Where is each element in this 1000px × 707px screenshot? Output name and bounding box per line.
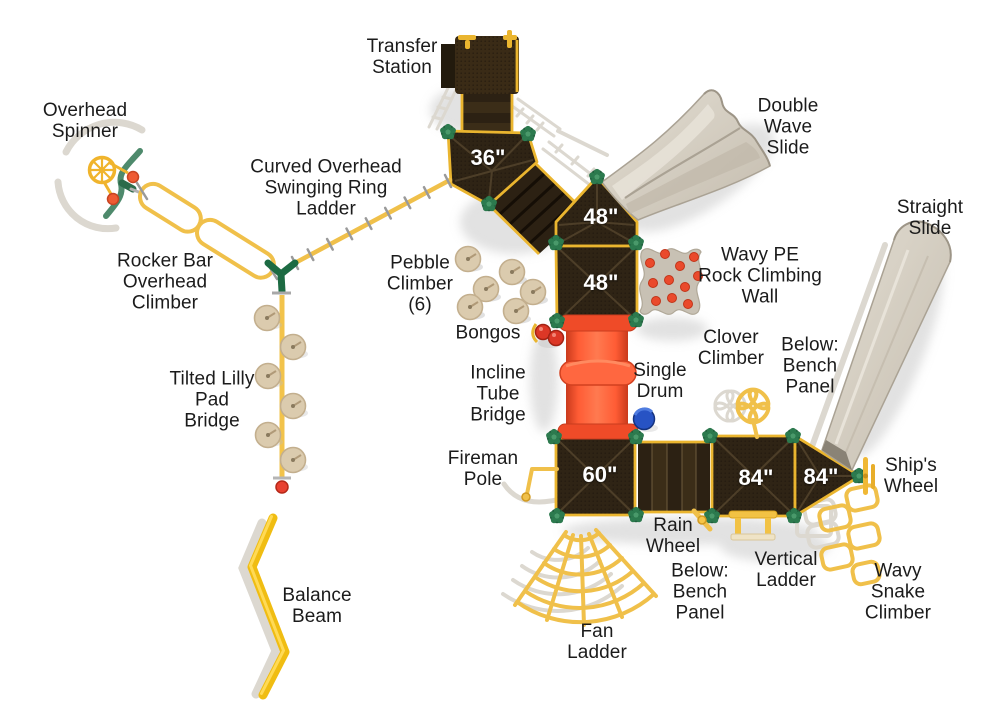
label-transfer-station: Transfer Station <box>366 36 438 78</box>
label-wavy-pe-rock-climbing-wall: Wavy PE Rock Climbing Wall <box>698 244 822 308</box>
deck-36 <box>446 129 539 207</box>
ghost-layer <box>54 84 888 699</box>
transfer-rail-ghost-right <box>510 97 609 157</box>
label-double-wave-slide: Double Wave Slide <box>757 95 819 159</box>
label-fireman-pole: Fireman Pole <box>447 448 519 490</box>
stairs-transfer <box>460 92 514 134</box>
label-rocker-bar-overhead-climber: Rocker Bar Overhead Climber <box>116 250 214 314</box>
deck-84-first <box>710 434 797 518</box>
rock-climbing-wall-graphic <box>639 248 703 315</box>
bridge-end-ball <box>275 480 289 494</box>
vertical-ladder-graphic <box>728 510 778 541</box>
deck-height-label-84-first: 84" <box>738 465 774 490</box>
slide-entry-shadow <box>822 440 852 470</box>
fireman-pole-graphic <box>521 467 559 502</box>
rocker-bar-graphic <box>135 181 279 281</box>
label-below-bench-panel-upper: Below: Bench Panel <box>781 334 839 398</box>
straight-slide-ghost <box>807 242 888 455</box>
label-bongos: Bongos <box>455 322 521 344</box>
wavy-snake-climber-graphic <box>817 483 882 587</box>
double-wave-slide-graphic <box>600 89 771 221</box>
rain-wheel-graphic <box>691 508 713 532</box>
label-overhead-spinner: Overhead Spinner <box>42 100 128 142</box>
spinner-ghost-arcs <box>54 118 146 233</box>
balance-beam-graphic <box>247 513 290 700</box>
overhead-spinner-graphic <box>87 148 143 219</box>
label-rain-wheel: Rain Wheel <box>645 515 701 557</box>
deck-height-label-84-second: 84" <box>803 464 839 489</box>
deck-48-lower <box>554 244 639 324</box>
fan-ladder-ghost <box>501 546 624 613</box>
transfer-station-graphic <box>441 30 519 94</box>
label-curved-overhead-swinging-ring-ladder: Curved Overhead Swinging Ring Ladder <box>250 156 402 220</box>
label-pebble-climber: Pebble Climber (6) <box>386 252 454 316</box>
deck-height-label-60: 60" <box>582 462 618 487</box>
deck-48-upper <box>554 175 639 248</box>
label-clover-climber: Clover Climber <box>697 327 765 369</box>
y-junction-graphic <box>264 259 299 295</box>
clover-climber-graphic <box>735 387 771 439</box>
deck-height-label-36: 36" <box>470 145 506 170</box>
pebble-climber-graphic <box>454 245 548 325</box>
label-ships-wheel: Ship's Wheel <box>883 455 939 497</box>
straight-slide-graphic <box>821 220 952 472</box>
label-incline-tube-bridge: Incline Tube Bridge <box>470 362 526 426</box>
lilly-pad-bridge-graphic <box>253 295 308 494</box>
label-single-drum: Single Drum <box>633 360 687 402</box>
fan-ladder-graphic <box>513 528 658 627</box>
label-wavy-snake-climber: Wavy Snake Climber <box>864 560 932 624</box>
label-balance-beam: Balance Beam <box>282 585 352 627</box>
deck-height-label-48-lower: 48" <box>583 270 619 295</box>
ships-wheel-graphic <box>863 457 875 495</box>
deck-height-label-48-upper: 48" <box>583 204 619 229</box>
stairs-lower <box>638 440 710 514</box>
transfer-rail-ghost-left <box>427 84 459 131</box>
label-straight-slide: Straight Slide <box>896 197 964 239</box>
climbing-rocks <box>645 249 703 309</box>
bongos-graphic <box>531 323 565 348</box>
single-drum-graphic <box>632 407 658 432</box>
grab-handles <box>458 30 517 49</box>
label-below-bench-panel-lower: Below: Bench Panel <box>671 560 729 624</box>
balance-beam-ghost <box>238 518 281 699</box>
label-vertical-ladder: Vertical Ladder <box>754 549 818 591</box>
incline-tube-bridge-graphic <box>557 314 639 440</box>
label-tilted-lilly-pad-bridge: Tilted Lilly Pad Bridge <box>169 368 255 432</box>
label-fan-ladder: Fan Ladder <box>567 621 627 663</box>
deck-84-second <box>793 434 862 518</box>
